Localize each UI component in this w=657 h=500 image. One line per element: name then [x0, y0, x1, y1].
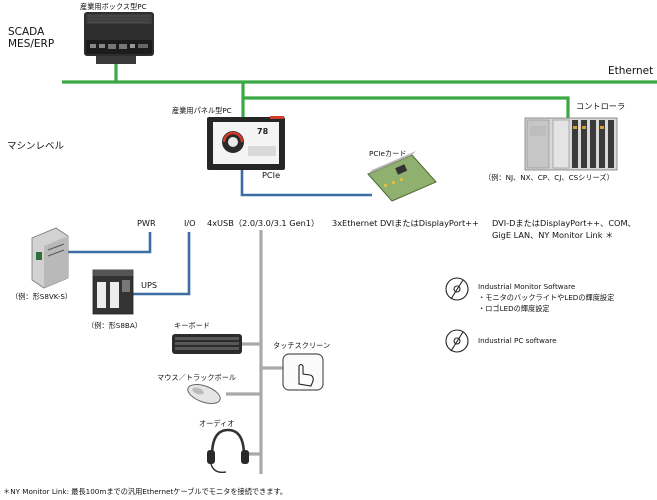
io-connections	[68, 168, 372, 296]
ipc-software-label: Industrial PC software	[478, 336, 557, 345]
machine-level-label: マシンレベル	[7, 141, 65, 152]
ethernet-link-controller	[243, 96, 570, 118]
disc-icon	[445, 277, 469, 301]
audio-label: オーディオ	[199, 419, 235, 428]
panel-pc-label: 産業用パネル型PC	[172, 106, 232, 115]
ims-title: Industrial Monitor Software	[478, 282, 576, 291]
mouse-image	[187, 383, 221, 405]
controller-image	[524, 117, 618, 171]
controller-examples: （例：NJ、NX、CP、CJ、CSシリーズ）	[484, 173, 614, 182]
ups-link	[130, 232, 191, 296]
ethernet-label: Ethernet	[608, 65, 654, 77]
io-label: I/O	[184, 218, 196, 228]
s8ba-example: （例：形S8BA）	[87, 321, 142, 330]
ethernet-network	[62, 64, 657, 118]
box-pc-image	[84, 12, 154, 64]
dvi-d-label: DVI-DまたはDisplayPort++、COM、	[492, 218, 636, 228]
box-pc-label: 産業用ボックス型PC	[80, 2, 147, 11]
controller-label: コントローラ	[576, 101, 626, 111]
mes-erp-label: MES/ERP	[8, 38, 55, 50]
s8vk-example: （例：形S8VK-S）	[11, 292, 73, 301]
mouse-label: マウス／トラックボール	[157, 373, 237, 382]
pcie-card-label: PCIeカード	[369, 149, 407, 158]
pcie-card-image	[367, 151, 437, 202]
keyboard-image	[172, 334, 242, 354]
scada-label: SCADA	[8, 26, 45, 38]
pcie-link	[240, 168, 372, 197]
panel-pc-image	[207, 116, 285, 170]
pwr-link	[68, 232, 152, 254]
touchscreen-image	[282, 353, 324, 391]
pwr-label: PWR	[137, 218, 156, 228]
screen-readout: 78	[257, 127, 269, 136]
ups-image	[92, 269, 134, 315]
ethernet-ports-label: 3xEthernet	[332, 218, 378, 228]
footnote: ＊NY Monitor Link: 最長100mまでの汎用Ethernetケーブ…	[3, 487, 288, 496]
disc-icon-2	[445, 329, 469, 353]
gige-label: GigE LAN、NY Monitor Link ＊	[492, 230, 614, 240]
audio-headset-image	[207, 428, 249, 474]
power-supply-image	[31, 227, 69, 289]
ims-item-1: ・モニタのバックライトやLEDの輝度設定	[478, 293, 615, 302]
touchscreen-label: タッチスクリーン	[273, 341, 331, 350]
ups-label: UPS	[141, 280, 158, 290]
dvi-label: DVIまたはDisplayPort++	[380, 218, 479, 228]
usb-label: 4xUSB（2.0/3.0/3.1 Gen1）	[207, 218, 320, 228]
keyboard-label: キーボード	[174, 321, 210, 330]
ims-item-2: ・ロゴLEDの輝度設定	[478, 304, 550, 313]
pcie-label: PCIe	[262, 170, 281, 180]
